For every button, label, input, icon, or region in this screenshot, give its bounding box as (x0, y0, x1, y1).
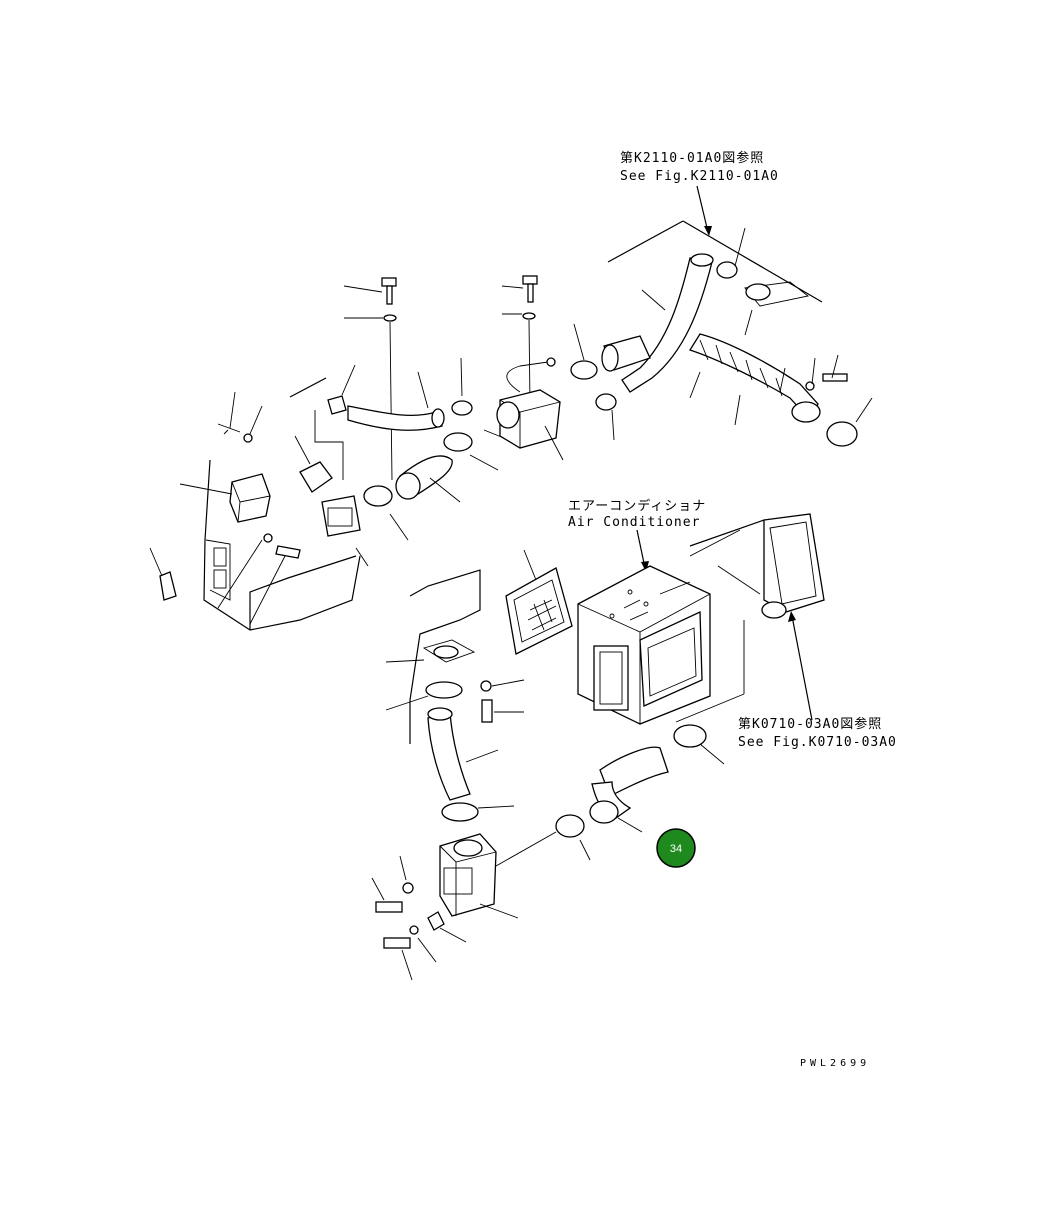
badge-number: 34 (670, 843, 682, 855)
upper-duct-assembly (443, 220, 873, 471)
air-conditioner-ja: エアーコンディショナ (568, 498, 706, 514)
ref-k2110-en: See Fig.K2110-01A0 (620, 169, 779, 184)
lower-left-duct (385, 569, 525, 822)
lower-hose-chain (555, 620, 745, 861)
left-panel (149, 459, 361, 631)
badge-circle (656, 828, 696, 868)
upper-left-assembly (217, 364, 461, 567)
ref-arrows (636, 185, 813, 721)
air-conditioner-en: Air Conditioner (568, 515, 700, 530)
right-vent-duct (689, 513, 825, 619)
filter-gasket (505, 549, 573, 655)
ref-k0710-ja: 第K0710-03A0図参照 (738, 716, 882, 732)
ref-k2110-ja: 第K2110-01A0図参照 (620, 150, 764, 166)
upper-mixing-box (343, 275, 564, 481)
ref-k0710-en: See Fig.K0710-03A0 (738, 735, 897, 750)
index-badge[interactable]: 34 (656, 828, 696, 868)
lower-junction-box (371, 831, 557, 981)
drawing-id: PWL2699 (800, 1058, 870, 1069)
air-conditioner-unit (577, 529, 741, 725)
